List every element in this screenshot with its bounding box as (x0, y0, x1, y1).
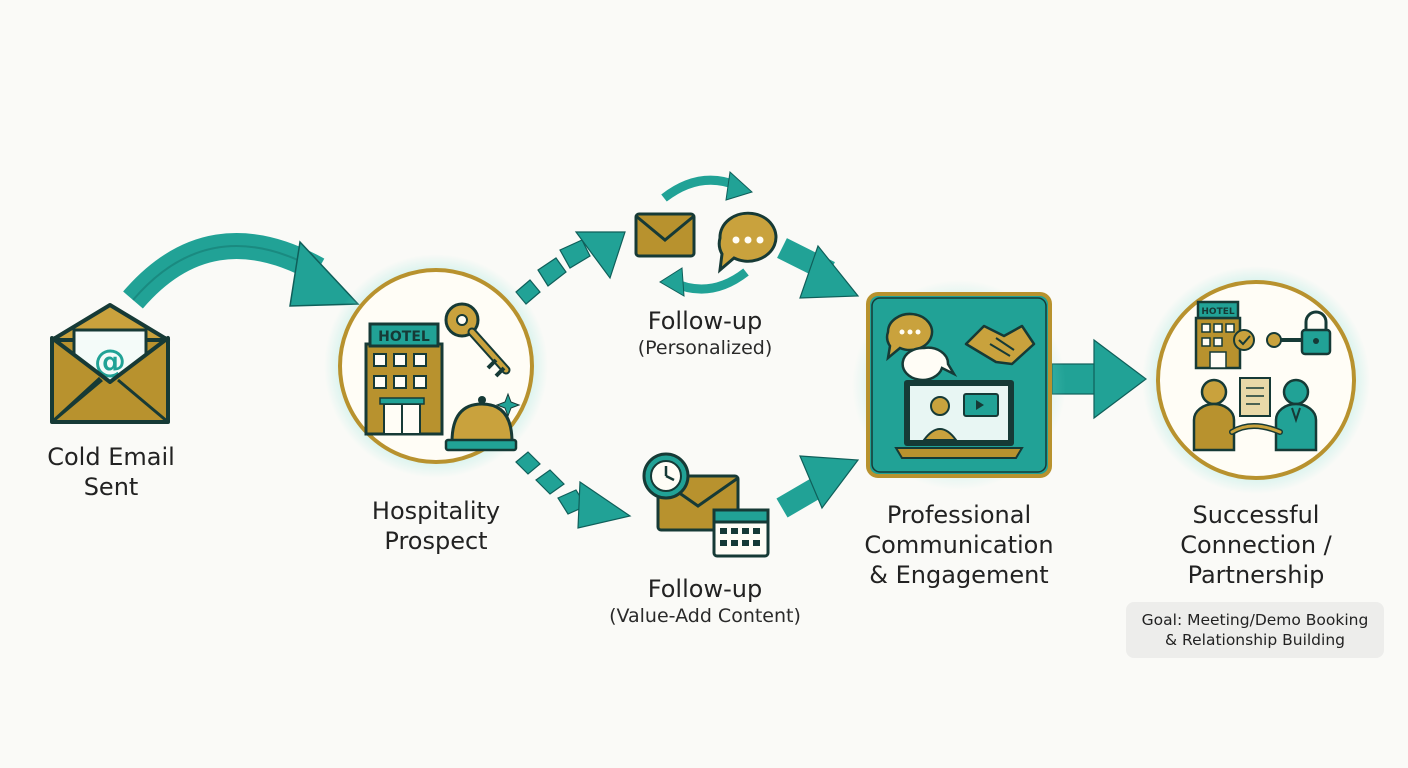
envelope-at-icon: @ (50, 303, 170, 424)
arrow-email-to-prospect (123, 233, 360, 309)
arrow-prospect-to-followup-value (515, 451, 632, 529)
partnership-icon: HOTEL (1192, 300, 1332, 452)
laptop-video-call-icon (894, 380, 1024, 459)
handshake-icon (964, 324, 1036, 366)
key-icon (444, 302, 511, 378)
arrow-engagement-to-partnership (1051, 338, 1147, 420)
arrow-followup-personalized-to-engagement (777, 238, 860, 299)
engagement-line3: & Engagement (869, 561, 1049, 589)
hotel-node: HOTEL (324, 254, 548, 478)
followup-value-title: Follow-up (647, 575, 763, 603)
engagement-line1: Professional (886, 501, 1032, 529)
arrow-followup-value-to-engagement (776, 455, 860, 518)
goal-box: Goal: Meeting/Demo Booking & Relationshi… (1126, 602, 1384, 658)
followup-personalized-subtitle: (Personalized) (637, 337, 773, 359)
label-partnership: Successful Connection / Partnership (1160, 500, 1352, 590)
hotel-icon: HOTEL (364, 322, 444, 436)
cold-email-line1: Cold Email (47, 443, 175, 471)
arrow-prospect-to-followup-personalized (515, 231, 626, 305)
hotel-sign-small: HOTEL (1201, 307, 1234, 317)
prospect-line1: Hospitality (371, 497, 501, 525)
label-cold-email: Cold Email Sent (38, 442, 184, 502)
partnership-node: HOTEL (1142, 266, 1370, 494)
label-engagement: Professional Communication & Engagement (846, 500, 1072, 590)
partnership-line1: Successful (1192, 501, 1320, 529)
prospect-line2: Prospect (384, 527, 488, 555)
label-followup-value: Follow-up (Value-Add Content) (590, 574, 820, 628)
followup-value-subtitle: (Value-Add Content) (609, 605, 801, 627)
partnership-line3: Partnership (1187, 561, 1325, 589)
goal-line1: Goal: Meeting/Demo Booking (1141, 611, 1369, 629)
email-clock-calendar-icon (642, 452, 770, 558)
service-bell-icon (444, 392, 521, 452)
partnership-line2: Connection / (1180, 531, 1332, 559)
followup-personalized-title: Follow-up (647, 307, 763, 335)
communication-panel-icon (852, 280, 1066, 490)
hotel-sign: HOTEL (378, 329, 430, 345)
goal-line2: & Relationship Building (1165, 631, 1345, 649)
engagement-line2: Communication (864, 531, 1054, 559)
email-chat-cycle-icon (634, 170, 778, 297)
label-prospect: Hospitality Prospect (356, 496, 516, 556)
cold-email-line2: Sent (83, 473, 139, 501)
label-followup-personalized: Follow-up (Personalized) (600, 306, 810, 360)
